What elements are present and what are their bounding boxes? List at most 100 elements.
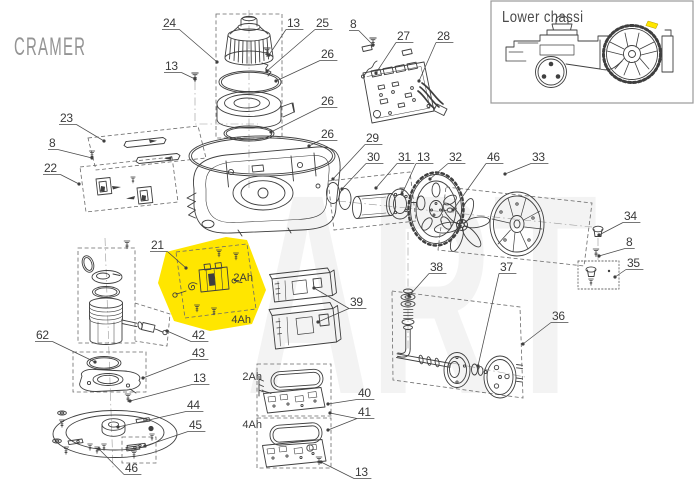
watermark-text: ART bbox=[246, 135, 597, 454]
part-callout-62: 62 bbox=[35, 328, 97, 364]
cover-2ah-drawing bbox=[256, 363, 332, 417]
part-callout-30: 30 bbox=[340, 150, 384, 191]
part-callout-39: 39 bbox=[312, 286, 367, 324]
part-callout-13: 13 bbox=[128, 371, 210, 403]
part-number: 31 bbox=[398, 150, 411, 164]
part-number: 34 bbox=[624, 209, 637, 223]
part-callout-8: 8 bbox=[349, 17, 375, 47]
part-number: 27 bbox=[397, 29, 410, 43]
capacity-label: 4Ah bbox=[231, 314, 251, 326]
part-number: 21 bbox=[151, 238, 164, 252]
part-number: 29 bbox=[366, 131, 379, 145]
bracket-22-drawing bbox=[79, 150, 179, 213]
pcb-28-drawing bbox=[361, 37, 448, 124]
part-callout-42: 42 bbox=[165, 328, 209, 342]
part-number: 44 bbox=[187, 398, 200, 412]
front-wheel-36-37-38-drawing bbox=[391, 288, 524, 399]
cover-23-drawing bbox=[87, 125, 207, 171]
part-callout-29: 29 bbox=[331, 131, 383, 181]
part-number: 46 bbox=[125, 461, 138, 475]
chassis-29-drawing bbox=[186, 135, 341, 237]
watermark: ART bbox=[246, 135, 597, 454]
part-callout-33: 33 bbox=[503, 150, 549, 176]
connector-21-drawing bbox=[172, 243, 257, 319]
part-callout-22: 22 bbox=[43, 161, 81, 186]
part-number: 41 bbox=[358, 405, 371, 419]
center-lines bbox=[104, 10, 599, 469]
part-number: 30 bbox=[367, 150, 380, 164]
part-number: 45 bbox=[189, 418, 202, 432]
capacity-label: 2Ah bbox=[242, 371, 262, 383]
part-number: 13 bbox=[287, 16, 300, 30]
part-callout-37: 37 bbox=[476, 260, 517, 368]
part-callout-21: 21 bbox=[150, 238, 188, 270]
part-number: 43 bbox=[192, 346, 205, 360]
part-callout-45: 45 bbox=[143, 418, 206, 448]
battery-39-drawing bbox=[268, 267, 342, 350]
part-number: 46 bbox=[487, 150, 500, 164]
mount-plate-43-62-drawing bbox=[72, 351, 147, 403]
capacity-label: 2Ah bbox=[233, 272, 253, 284]
bumper-parts-34-35-drawing bbox=[577, 225, 620, 290]
blade-motor-24-drawing bbox=[191, 13, 295, 142]
part-callout-34: 34 bbox=[597, 209, 641, 237]
part-callout-31: 31 bbox=[374, 150, 415, 190]
part-number: 32 bbox=[449, 150, 462, 164]
cover-4ah-drawing bbox=[256, 417, 332, 469]
part-callout-28: 28 bbox=[417, 29, 454, 83]
fan-46-drawing bbox=[433, 198, 491, 252]
part-callout-26: 26 bbox=[269, 94, 338, 134]
part-callout-38: 38 bbox=[407, 260, 447, 298]
part-number: 13 bbox=[165, 59, 178, 73]
part-callout-36: 36 bbox=[521, 309, 569, 346]
part-number: 42 bbox=[192, 328, 205, 342]
blade-disc-44-drawing bbox=[52, 410, 178, 458]
part-callout-27: 27 bbox=[374, 29, 414, 75]
capacity-label: 4Ah bbox=[242, 419, 262, 431]
part-number: 24 bbox=[163, 16, 176, 30]
part-callout-46: 46 bbox=[97, 447, 142, 475]
part-callout-13: 13 bbox=[400, 150, 434, 196]
inset-highlight-mark bbox=[645, 20, 659, 29]
inset-lower-chassis: Lower chassi bbox=[490, 0, 694, 104]
part-number: 13 bbox=[417, 150, 430, 164]
cutting-motor-42-drawing bbox=[77, 240, 171, 347]
part-callout-23: 23 bbox=[59, 111, 106, 143]
part-callout-46: 46 bbox=[451, 150, 504, 212]
part-number: 26 bbox=[321, 94, 334, 108]
part-callout-24: 24 bbox=[162, 16, 219, 64]
part-callout-41: 41 bbox=[326, 405, 375, 432]
part-callout-32: 32 bbox=[428, 150, 466, 181]
part-callout-13: 13 bbox=[267, 16, 304, 57]
brand-logo: CRAMER bbox=[14, 33, 86, 61]
part-number: 26 bbox=[321, 127, 334, 141]
part-number: 62 bbox=[36, 328, 49, 342]
part-number: 23 bbox=[60, 111, 73, 125]
part-number: 13 bbox=[193, 371, 206, 385]
inset-title: Lower chassi bbox=[502, 9, 583, 26]
part-number: 8 bbox=[350, 17, 357, 31]
part-number: 33 bbox=[532, 150, 545, 164]
part-callout-13: 13 bbox=[319, 460, 372, 479]
part-callout-43: 43 bbox=[141, 346, 209, 380]
part-callout-44: 44 bbox=[116, 398, 204, 429]
part-number: 26 bbox=[321, 47, 334, 61]
part-callout-35: 35 bbox=[613, 256, 644, 279]
part-number: 37 bbox=[500, 260, 513, 274]
part-callout-8: 8 bbox=[597, 235, 635, 258]
area-label-layer: 2Ah 4Ah 2Ah 4Ah bbox=[231, 272, 262, 431]
wheel-cover-33-drawing bbox=[437, 186, 593, 267]
part-callout-25: 25 bbox=[265, 16, 333, 73]
part-callout-40: 40 bbox=[326, 386, 375, 406]
part-number: 28 bbox=[437, 29, 450, 43]
part-number: 22 bbox=[44, 161, 57, 175]
part-number: 13 bbox=[355, 465, 368, 479]
part-number: 35 bbox=[627, 256, 640, 270]
part-callout-8: 8 bbox=[48, 136, 94, 160]
part-number: 40 bbox=[358, 386, 371, 400]
part-number: 38 bbox=[430, 260, 443, 274]
part-number: 8 bbox=[49, 136, 56, 150]
